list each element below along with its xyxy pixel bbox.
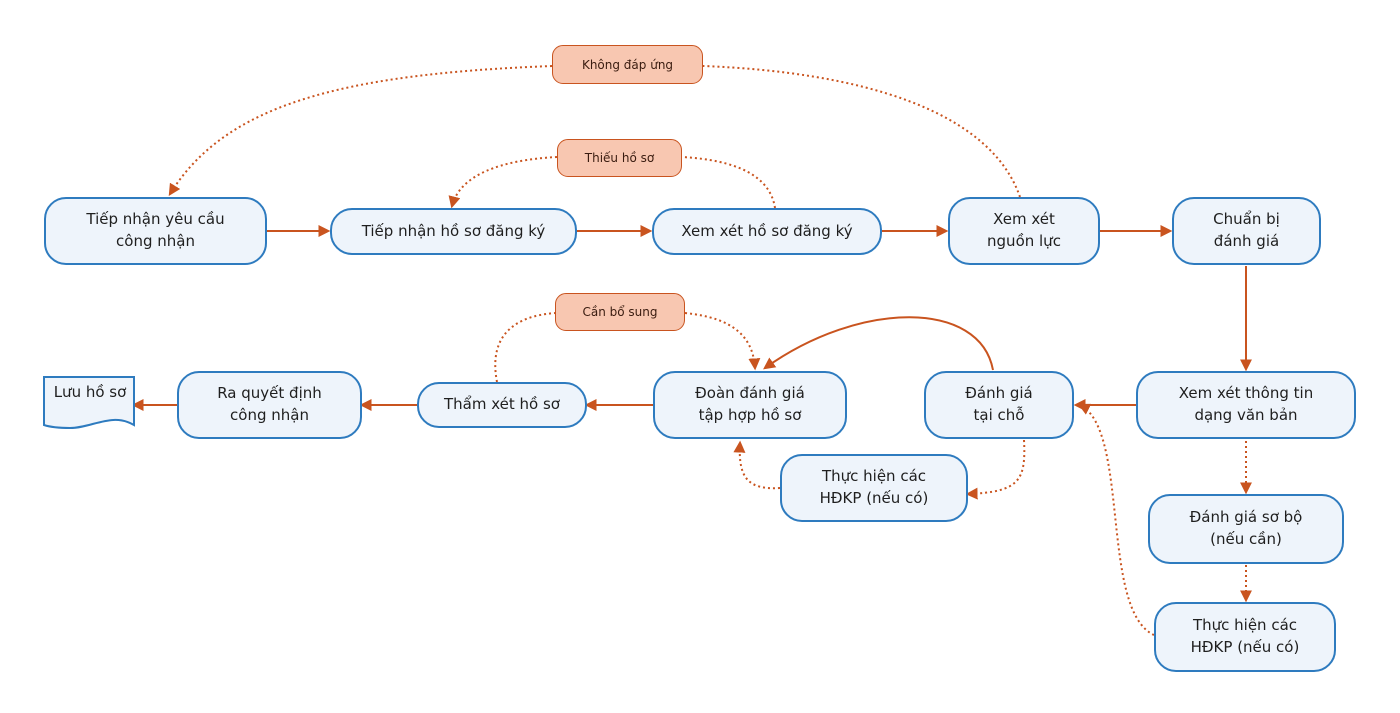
node-text: Xem xét — [993, 210, 1055, 229]
node-text: Xem xét thông tin — [1178, 384, 1314, 403]
node-text: dạng văn bản — [1194, 406, 1298, 424]
node-xem-xet-ho-so: Xem xét hồ sơ đăng ký — [652, 208, 882, 255]
node-text: Đánh giá sơ bộ — [1189, 508, 1303, 527]
node-text: Tiếp nhận yêu cầu — [86, 210, 225, 229]
node-danh-gia-tai-cho: Đánh giá tại chỗ — [924, 371, 1074, 439]
label-can-bo-sung: Cần bổ sung — [555, 293, 685, 331]
arrow-n10-n11 — [733, 440, 781, 490]
node-text: (nếu cần) — [1210, 530, 1282, 548]
node-tiep-nhan-ho-so: Tiếp nhận hồ sơ đăng ký — [330, 208, 577, 255]
node-danh-gia-so-bo: Đánh giá sơ bộ (nếu cần) — [1148, 494, 1344, 564]
node-ra-quyet-dinh: Ra quyết định công nhận — [177, 371, 362, 439]
node-text: Ra quyết định — [217, 384, 322, 403]
node-text: công nhận — [230, 406, 309, 424]
node-text: tập hợp hồ sơ — [698, 406, 802, 424]
arrow-n9-n11 — [763, 316, 994, 371]
node-text: Thực hiện các — [1192, 616, 1298, 635]
node-chuan-bi-danh-gia: Chuẩn bị đánh giá — [1172, 197, 1321, 265]
node-xem-xet-thong-tin: Xem xét thông tin dạng văn bản — [1136, 371, 1356, 439]
node-text: Tiếp nhận hồ sơ đăng ký — [361, 221, 546, 240]
label-thieu-ho-so: Thiếu hồ sơ — [557, 139, 682, 177]
node-text: Đánh giá — [965, 384, 1033, 403]
loop-khong-dap-ung — [170, 65, 1021, 197]
node-xem-xet-nguon-luc: Xem xét nguồn lực — [948, 197, 1100, 265]
loop-thieu-ho-so — [452, 156, 776, 208]
node-tiep-nhan-yeu-cau: Tiếp nhận yêu cầu công nhận — [44, 197, 267, 265]
document-luu-ho-so: Lưu hồ sơ — [53, 383, 127, 401]
node-text: Đoàn đánh giá — [695, 384, 805, 403]
node-text: HĐKP (nếu có) — [1190, 638, 1300, 656]
node-text: HĐKP (nếu có) — [819, 489, 929, 507]
node-text: Xem xét hồ sơ đăng ký — [681, 221, 853, 240]
arrow-n9-n10 — [965, 439, 1026, 500]
label-khong-dap-ung: Không đáp ứng — [552, 45, 703, 84]
node-text: nguồn lực — [987, 232, 1061, 250]
loop-can-bo-sung — [494, 312, 755, 383]
node-text: Thẩm xét hồ sơ — [444, 395, 560, 414]
node-text: công nhận — [116, 232, 195, 250]
arrow-n8-n9 — [1077, 403, 1155, 636]
node-text: tại chỗ — [973, 406, 1025, 424]
node-text: Chuẩn bị — [1213, 210, 1280, 229]
node-tham-xet-ho-so: Thẩm xét hồ sơ — [417, 382, 587, 428]
document-shape — [43, 376, 135, 430]
node-text: đánh giá — [1213, 232, 1280, 250]
node-text: Thực hiện các — [821, 467, 927, 486]
node-doan-danh-gia: Đoàn đánh giá tập hợp hồ sơ — [653, 371, 847, 439]
